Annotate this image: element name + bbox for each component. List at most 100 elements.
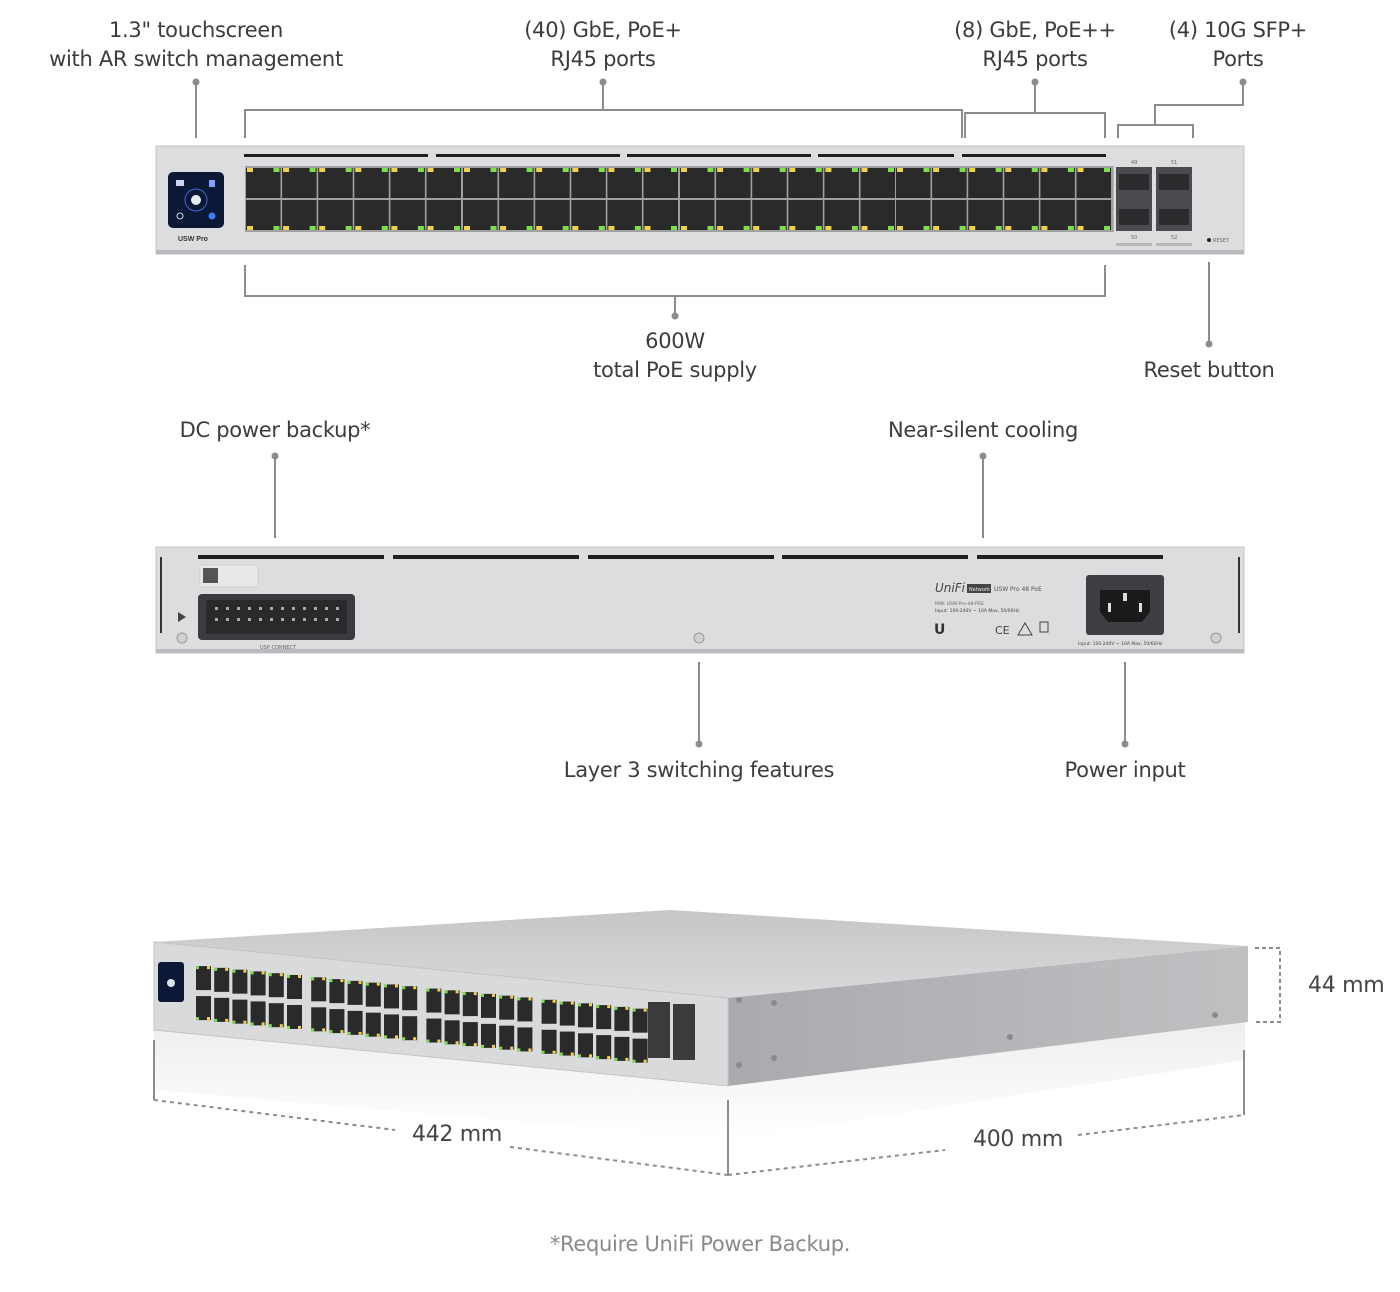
rj45-port-3d <box>444 990 460 1015</box>
rj45-port[interactable] <box>824 168 859 198</box>
rj45-port[interactable] <box>643 200 679 230</box>
led-green <box>309 226 316 230</box>
rj45-port[interactable] <box>354 200 389 230</box>
rj45-port-3d <box>614 1006 630 1031</box>
rj45-port[interactable] <box>318 168 353 198</box>
screen-device-icon <box>176 180 184 186</box>
rj45-port[interactable] <box>716 168 751 198</box>
rj45-port[interactable] <box>426 168 462 198</box>
rj45-port[interactable] <box>896 200 931 230</box>
rj45-port[interactable] <box>932 168 967 198</box>
rj45-port[interactable] <box>571 168 606 198</box>
rj45-port[interactable] <box>788 200 823 230</box>
led-green <box>559 1052 563 1056</box>
rj45-port[interactable] <box>752 168 787 198</box>
led-amber <box>552 1050 556 1054</box>
usp-pin <box>314 607 317 610</box>
led-amber <box>395 1035 398 1039</box>
rj45-port[interactable] <box>824 200 859 230</box>
led-green <box>365 1033 369 1037</box>
rj45-port[interactable] <box>1040 200 1075 230</box>
rj45-port[interactable] <box>426 200 462 230</box>
led-green <box>462 992 466 996</box>
rj45-port[interactable] <box>499 168 534 198</box>
rj45-port[interactable] <box>246 168 281 198</box>
led-green <box>402 1037 406 1041</box>
rj45-port-3d <box>311 1007 327 1032</box>
rj45-port[interactable] <box>463 168 498 198</box>
rj45-port[interactable] <box>716 200 751 230</box>
rj45-port[interactable] <box>643 168 679 198</box>
led-amber <box>247 226 253 230</box>
led-amber <box>607 1056 611 1060</box>
led-amber <box>207 966 210 970</box>
led-green <box>426 988 430 992</box>
rj45-port[interactable] <box>680 200 715 230</box>
rj45-port[interactable] <box>246 200 281 230</box>
dim-width-left <box>153 1099 396 1131</box>
led-green <box>559 1001 563 1005</box>
callout-touchscreen: 1.3" touchscreen with AR switch manageme… <box>49 18 343 71</box>
weee-icon <box>1039 621 1049 633</box>
rj45-port[interactable] <box>896 168 931 198</box>
rj45-port[interactable] <box>390 168 425 198</box>
sfp-3d <box>673 1004 695 1060</box>
rj45-port[interactable] <box>607 200 642 230</box>
led-green <box>707 226 714 230</box>
rj45-port[interactable] <box>860 200 896 230</box>
led-amber <box>536 226 543 230</box>
dim-height-bracket <box>1255 947 1281 1023</box>
rj45-port[interactable] <box>968 200 1003 230</box>
led-green <box>329 1030 333 1034</box>
rj45-port[interactable] <box>932 200 967 230</box>
rj45-port[interactable] <box>1076 168 1112 198</box>
rj45-port[interactable] <box>535 200 570 230</box>
rj45-port[interactable] <box>607 168 642 198</box>
rj45-port[interactable] <box>752 200 787 230</box>
model-label-back: USW Pro 48 PoE <box>994 586 1042 593</box>
led-green <box>1104 168 1110 172</box>
rj45-port[interactable] <box>282 168 317 198</box>
rj45-port[interactable] <box>1076 200 1112 230</box>
rj45-port[interactable] <box>354 168 389 198</box>
led-amber <box>789 226 796 230</box>
led-amber <box>413 986 417 990</box>
rj45-port-3d <box>196 966 211 991</box>
rj45-port[interactable] <box>318 200 353 230</box>
rj45-port[interactable] <box>499 200 534 230</box>
rj45-port[interactable] <box>282 200 317 230</box>
rj45-port-3d <box>287 974 302 999</box>
led-green <box>888 226 894 230</box>
rj45-port[interactable] <box>571 200 606 230</box>
rj45-port[interactable] <box>535 168 570 198</box>
led-green <box>707 168 714 172</box>
led-amber <box>861 226 868 230</box>
usp-pin <box>237 618 240 621</box>
rj45-port[interactable] <box>968 168 1003 198</box>
rj45-port[interactable] <box>390 200 425 230</box>
rj45-port[interactable] <box>1004 168 1039 198</box>
vent-bars <box>198 555 1163 559</box>
reset-button[interactable] <box>1207 238 1211 242</box>
side-screws <box>736 997 1218 1068</box>
rj45-port[interactable] <box>1040 168 1075 198</box>
led-amber <box>510 1046 514 1050</box>
led-green <box>347 1031 351 1035</box>
led-amber <box>376 982 380 986</box>
callout-poe-plus-ports: (40) GbE, PoE+ RJ45 ports <box>524 18 682 71</box>
screw-icon <box>1210 632 1222 644</box>
led-amber <box>753 168 760 172</box>
rj45-port[interactable] <box>463 200 498 230</box>
led-green <box>851 168 858 172</box>
led-green <box>309 168 316 172</box>
rj45-port[interactable] <box>860 168 896 198</box>
callout-dc-power-backup: DC power backup* <box>179 418 371 442</box>
led-green <box>490 168 497 172</box>
led-amber <box>283 168 290 172</box>
rj45-port[interactable] <box>788 168 823 198</box>
led-green <box>444 990 448 994</box>
rj45-port[interactable] <box>680 168 715 198</box>
rj45-port[interactable] <box>1004 200 1039 230</box>
led-amber <box>717 226 724 230</box>
